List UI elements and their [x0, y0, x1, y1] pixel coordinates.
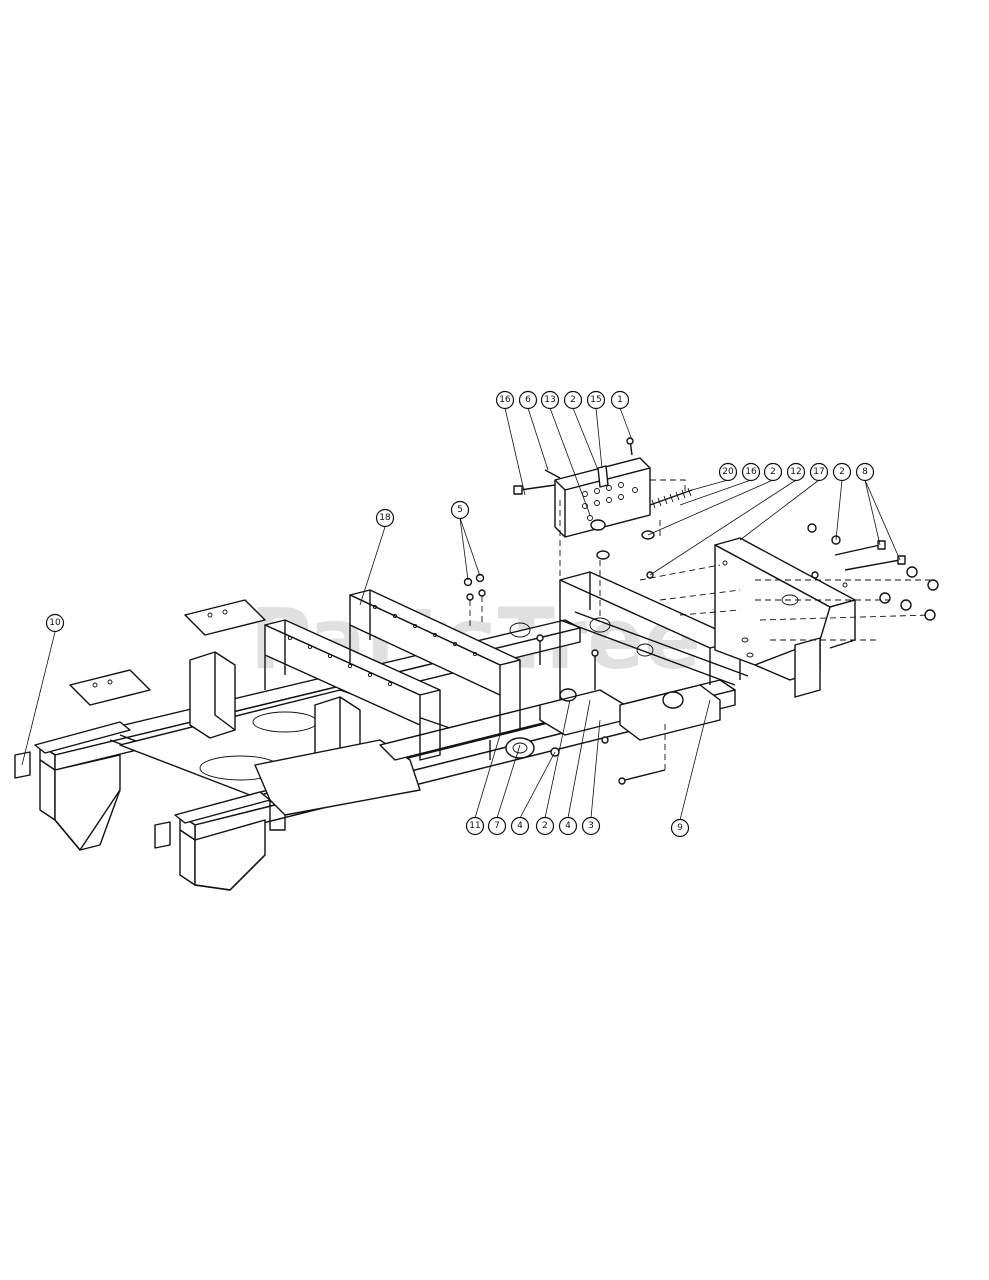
callout-9[interactable]: 9 — [670, 818, 690, 838]
callout-label: 9 — [677, 823, 683, 833]
callout-2[interactable]: 2 — [563, 390, 583, 410]
callout-label: 4 — [565, 821, 571, 831]
callout-label: 11 — [469, 821, 480, 831]
callout-2[interactable]: 2 — [535, 816, 555, 836]
callout-label: 5 — [457, 505, 463, 515]
seat-frame — [264, 589, 521, 761]
callout-label: 10 — [49, 618, 61, 628]
rear-frame — [505, 571, 741, 759]
control-panel — [513, 437, 693, 620]
callout-20[interactable]: 20 — [718, 462, 738, 482]
callout-2[interactable]: 2 — [763, 462, 783, 482]
rail-holes — [287, 604, 478, 687]
callout-label: 6 — [525, 395, 531, 405]
callout-label: 17 — [813, 467, 824, 477]
callout-8[interactable]: 8 — [855, 462, 875, 482]
callout-11[interactable]: 11 — [465, 816, 485, 836]
callout-4[interactable]: 4 — [510, 816, 530, 836]
callout-3[interactable]: 3 — [581, 816, 601, 836]
callout-label: 1 — [617, 395, 623, 405]
callout-10[interactable]: 10 — [45, 613, 65, 633]
callout-18[interactable]: 18 — [375, 508, 395, 528]
panel-holes — [582, 482, 638, 521]
callout-15[interactable]: 15 — [586, 390, 606, 410]
callout-label: 18 — [379, 513, 391, 523]
rear-bumper — [714, 537, 856, 698]
callout-label: 7 — [494, 821, 500, 831]
callout-label: 16 — [499, 395, 511, 405]
callout-1[interactable]: 1 — [610, 390, 630, 410]
callout-label: 2 — [770, 467, 776, 477]
callout-label: 4 — [517, 821, 523, 831]
callout-label: 13 — [544, 395, 555, 405]
callout-label: 8 — [862, 467, 868, 477]
callout-16[interactable]: 16 — [495, 390, 515, 410]
callout-label: 2 — [570, 395, 576, 405]
callout-2[interactable]: 2 — [832, 462, 852, 482]
callout-7[interactable]: 7 — [487, 816, 507, 836]
callout-4[interactable]: 4 — [558, 816, 578, 836]
callout-12[interactable]: 12 — [786, 462, 806, 482]
callout-label: 2 — [839, 467, 845, 477]
callout-label: 15 — [590, 395, 601, 405]
callout-label: 12 — [790, 467, 801, 477]
callout-5[interactable]: 5 — [450, 500, 470, 520]
callout-13[interactable]: 13 — [540, 390, 560, 410]
callout-label: 16 — [745, 467, 757, 477]
callout-label: 3 — [588, 821, 594, 831]
callout-layer: 16 6 13 2 15 1 20 16 2 12 17 2 8 5 18 10… — [21, 390, 901, 838]
rear-hardware — [639, 523, 939, 641]
callout-6[interactable]: 6 — [518, 390, 538, 410]
callout-17[interactable]: 17 — [809, 462, 829, 482]
callout-label: 20 — [722, 467, 734, 477]
callout-label: 2 — [542, 821, 548, 831]
callout-16[interactable]: 16 — [741, 462, 761, 482]
